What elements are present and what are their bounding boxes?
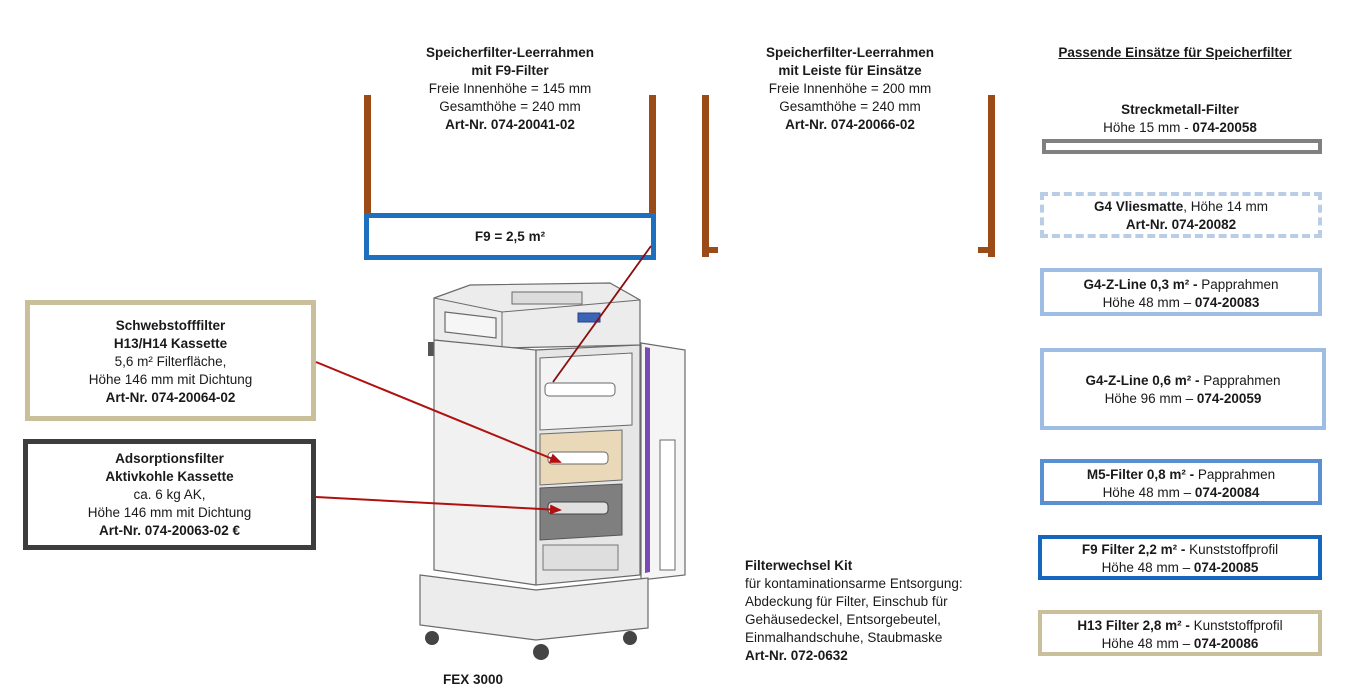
device-label: FEX 3000 bbox=[443, 672, 504, 687]
carbon-art-number: Art-Nr. 074-20063-02 € bbox=[98, 523, 241, 538]
frame2-right-rail bbox=[988, 95, 995, 257]
carbon-cassette-box: Adsorptionsfilter Aktivkohle Kassette ca… bbox=[23, 439, 316, 550]
frame1-inner-height: Freie Innenhöhe = 145 mm bbox=[428, 81, 592, 96]
frame1-art-number: Art-Nr. 074-20041-02 bbox=[445, 117, 575, 132]
streck-details: Höhe 15 mm - 074-20058 bbox=[1103, 120, 1257, 135]
g4-06-filter-box: G4-Z-Line 0,6 m² - Papprahmen Höhe 96 mm… bbox=[1040, 348, 1326, 430]
frame2-left-rail bbox=[702, 95, 709, 257]
vlies-name: G4 Vliesmatte, Höhe 14 mm bbox=[1093, 199, 1269, 214]
frame2-title: Speicherfilter-Leerrahmen bbox=[765, 45, 935, 60]
carbon-weight: ca. 6 kg AK, bbox=[133, 487, 206, 502]
hepa-area: 5,6 m² Filterfläche, bbox=[114, 354, 227, 369]
streck-filter-bar bbox=[1042, 139, 1322, 154]
kit-line3: Abdeckung für Filter, Einschub für bbox=[745, 594, 948, 609]
frame1-f9-label: F9 = 2,5 m² bbox=[474, 229, 546, 244]
hepa-height: Höhe 146 mm mit Dichtung bbox=[88, 372, 253, 387]
filter-change-kit: Filterwechsel Kit für kontaminationsarme… bbox=[745, 557, 1015, 665]
carbon-height: Höhe 146 mm mit Dichtung bbox=[87, 505, 252, 520]
g4-03-details: Höhe 48 mm – 074-20083 bbox=[1102, 295, 1260, 310]
frame1-total-height: Gesamthöhe = 240 mm bbox=[439, 99, 581, 114]
streck-name: Streckmetall-Filter bbox=[1121, 102, 1239, 117]
hepa-subtitle: H13/H14 Kassette bbox=[113, 336, 228, 351]
vlies-filter-box: G4 Vliesmatte, Höhe 14 mm Art-Nr. 074-20… bbox=[1040, 192, 1322, 238]
m5-filter-box: M5-Filter 0,8 m² - Papprahmen Höhe 48 mm… bbox=[1040, 459, 1322, 505]
kit-art-number: Art-Nr. 072-0632 bbox=[745, 648, 848, 663]
kit-line4: Gehäusedeckel, Entsorgebeutel, bbox=[745, 612, 941, 627]
f9-name: F9 Filter 2,2 m² - Kunststoffprofil bbox=[1081, 542, 1279, 557]
frame2-left-ledge bbox=[702, 247, 718, 253]
g4-03-name: G4-Z-Line 0,3 m² - Papprahmen bbox=[1083, 277, 1279, 292]
h13-details: Höhe 48 mm – 074-20086 bbox=[1101, 636, 1259, 651]
f9-details: Höhe 48 mm – 074-20085 bbox=[1101, 560, 1259, 575]
frame1-title: Speicherfilter-Leerrahmen bbox=[425, 45, 595, 60]
hepa-title: Schwebstofffilter bbox=[115, 318, 226, 333]
frame2-art-number: Art-Nr. 074-20066-02 bbox=[785, 117, 915, 132]
frame2-total-height: Gesamthöhe = 240 mm bbox=[779, 99, 921, 114]
m5-details: Höhe 48 mm – 074-20084 bbox=[1102, 485, 1260, 500]
m5-name: M5-Filter 0,8 m² - Papprahmen bbox=[1086, 467, 1276, 482]
frame1-caption: Speicherfilter-Leerrahmen mit F9-Filter … bbox=[370, 44, 650, 134]
frame2-inner-height: Freie Innenhöhe = 200 mm bbox=[768, 81, 932, 96]
g4-06-name: G4-Z-Line 0,6 m² - Papprahmen bbox=[1085, 373, 1281, 388]
vlies-art-number: Art-Nr. 074-20082 bbox=[1125, 217, 1237, 232]
g4-03-filter-box: G4-Z-Line 0,3 m² - Papprahmen Höhe 48 mm… bbox=[1040, 268, 1322, 316]
kit-title: Filterwechsel Kit bbox=[745, 558, 853, 573]
carbon-subtitle: Aktivkohle Kassette bbox=[105, 469, 234, 484]
frame1-f9-filter-box: F9 = 2,5 m² bbox=[364, 213, 656, 260]
frame1-left-rail bbox=[364, 95, 371, 217]
f9-filter-box: F9 Filter 2,2 m² - Kunststoffprofil Höhe… bbox=[1038, 535, 1322, 580]
frame2-caption: Speicherfilter-Leerrahmen mit Leiste für… bbox=[710, 44, 990, 134]
kit-line5: Einmalhandschuhe, Staubmaske bbox=[745, 630, 943, 645]
hepa-art-number: Art-Nr. 074-20064-02 bbox=[105, 390, 236, 405]
frame2-right-ledge bbox=[978, 247, 994, 253]
carbon-title: Adsorptionsfilter bbox=[115, 451, 224, 466]
frame1-right-rail bbox=[649, 95, 656, 217]
g4-06-details: Höhe 96 mm – 074-20059 bbox=[1104, 391, 1262, 406]
kit-line2: für kontaminationsarme Entsorgung: bbox=[745, 576, 963, 591]
h13-filter-box: H13 Filter 2,8 m² - Kunststoffprofil Höh… bbox=[1038, 610, 1322, 656]
hepa-cassette-box: Schwebstofffilter H13/H14 Kassette 5,6 m… bbox=[25, 300, 316, 421]
streck-caption: Streckmetall-Filter Höhe 15 mm - 074-200… bbox=[1040, 101, 1320, 137]
frame2-subtitle: mit Leiste für Einsätze bbox=[778, 63, 922, 78]
inserts-heading: Passende Einsätze für Speicherfilter bbox=[1058, 45, 1292, 60]
h13-name: H13 Filter 2,8 m² - Kunststoffprofil bbox=[1077, 618, 1283, 633]
frame1-subtitle: mit F9-Filter bbox=[471, 63, 549, 78]
